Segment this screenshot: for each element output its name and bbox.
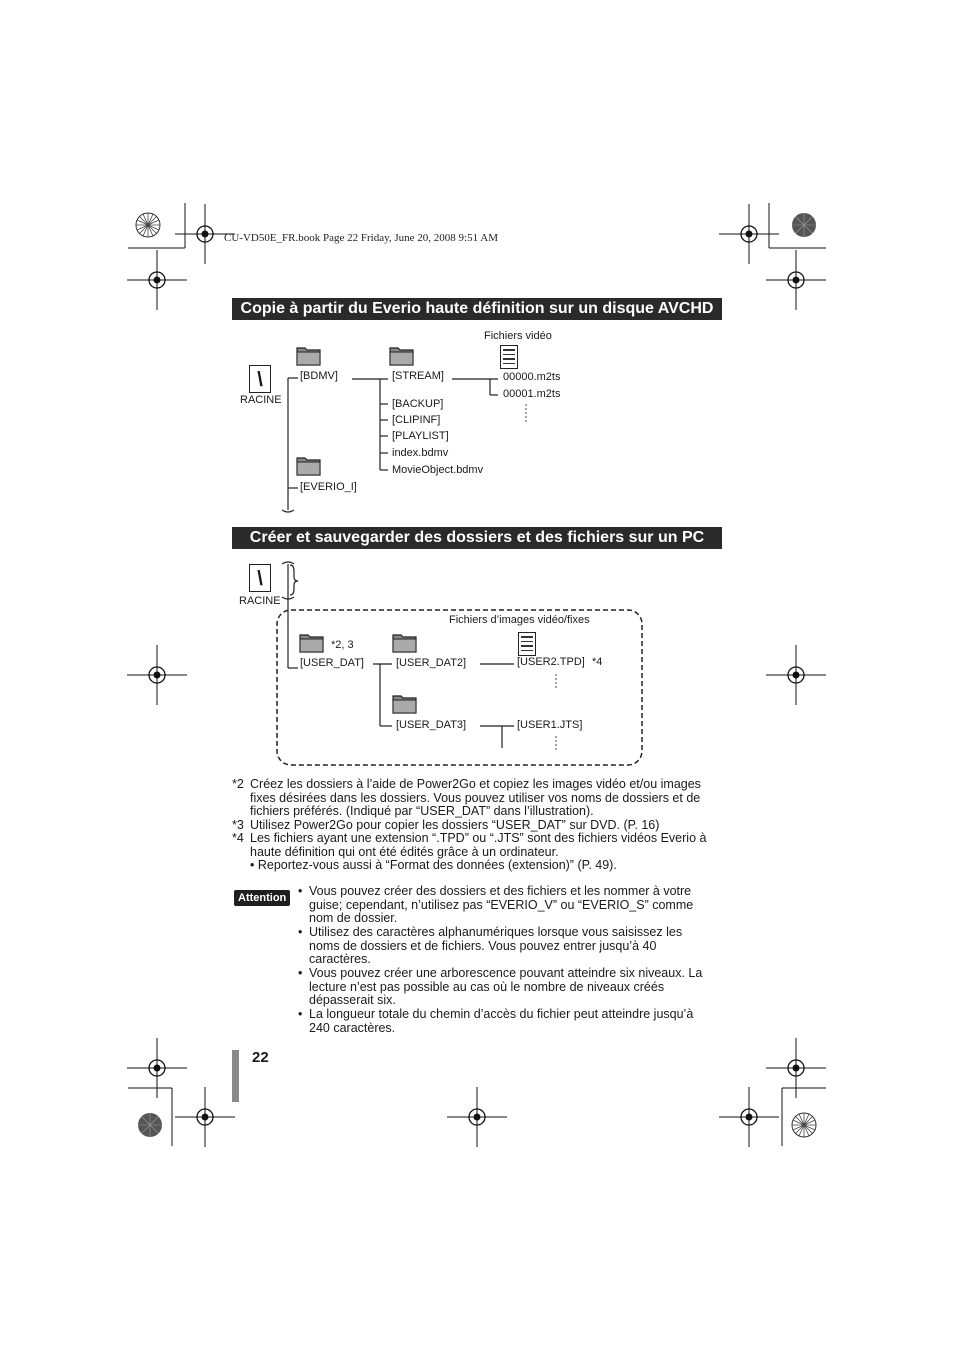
attention-bullet-text: Vous pouvez créer des dossiers et des fi… [309,884,694,925]
folder-icon [299,634,324,653]
footnote-text: Utilisez Power2Go pour copier les dossie… [250,818,660,832]
folder-bdmv-label: [BDMV] [300,370,338,382]
folder-playlist-label: [PLAYLIST] [392,430,449,442]
root-label: RACINE [240,394,282,406]
footnote-3: *3 Utilisez Power2Go pour copier les dos… [232,818,722,833]
folder-stream-label: [STREAM] [392,370,444,382]
starburst-target-icon [138,1113,162,1137]
folder-icon [296,457,321,476]
section-title-avchd: Copie à partir du Everio haute définitio… [232,298,722,320]
attention-bullet: •Vous pouvez créer des dossiers et des f… [298,884,718,926]
folder-user-dat2-label: [USER_DAT2] [396,657,467,669]
attention-bullet-text: Vous pouvez créer une arborescence pouva… [309,966,703,1007]
root-label: RACINE [239,595,281,607]
folder-icon [392,695,417,714]
starburst-target-icon [792,213,816,237]
footnote-mark: *2 [232,777,244,791]
image-files-caption: Fichiers d’images vidéo/fixes [449,614,590,626]
footnote-mark: *3 [232,818,244,832]
page-number: 22 [252,1049,269,1066]
starburst-target-icon [791,1112,817,1138]
footnote-text: Les fichiers ayant une extension “.TPD” … [250,831,707,859]
footnote-2: *2 Créez les dossiers à l’aide de Power2… [232,777,722,818]
attention-bullet: •La longueur totale du chemin d’accès du… [298,1007,718,1036]
file-user2-tpd: [USER2.TPD] [517,656,585,668]
starburst-target-icon [135,212,161,238]
document-icon [500,345,518,369]
folder-backup-label: [BACKUP] [392,398,444,410]
footnote-4-ref: • Reportez-vous aussi à “Format des donn… [232,858,722,873]
footnote-text: Créez les dossiers à l’aide de Power2Go … [250,777,701,818]
root-directory-icon: \ [249,564,271,592]
section-title-pc: Créer et sauvegarder des dossiers et des… [232,527,722,549]
file-user1-jts: [USER1.JTS] [517,719,583,731]
folder-icon [392,634,417,653]
attention-badge: Attention [234,890,291,906]
folder-clipinf-label: [CLIPINF] [392,414,441,426]
video-files-caption: Fichiers vidéo [484,330,552,342]
attention-bullet-text: La longueur totale du chemin d’accès du … [309,1007,694,1035]
footnote-4: *4 Les fichiers ayant une extension “.TP… [232,831,722,860]
folder-everio-i-label: [EVERIO_I] [300,481,357,493]
document-icon [518,632,536,656]
book-header: CU-VD50E_FR.book Page 22 Friday, June 20… [224,232,498,244]
footnote-text: • Reportez-vous aussi à “Format des donn… [250,858,617,872]
folder-icon [389,347,414,366]
folder-user-dat3-label: [USER_DAT3] [396,719,467,731]
note-ref-4: *4 [592,656,603,668]
attention-bullet-text: Utilisez des caractères alphanumériques … [309,925,683,966]
folder-icon [296,347,321,366]
page-side-bar [232,1050,239,1102]
note-ref-2-3: *2, 3 [331,639,354,651]
root-directory-icon: \ [249,365,271,393]
footnote-mark: *4 [232,831,244,845]
file-index-bdmv: index.bdmv [392,447,449,459]
attention-bullet: •Utilisez des caractères alphanumériques… [298,925,718,967]
folder-user-dat-label: [USER_DAT] [300,657,364,669]
file-movieobject-bdmv: MovieObject.bdmv [392,464,484,476]
file-00000: 00000.m2ts [503,371,561,383]
file-00001: 00001.m2ts [503,388,561,400]
attention-bullet: •Vous pouvez créer une arborescence pouv… [298,966,718,1008]
